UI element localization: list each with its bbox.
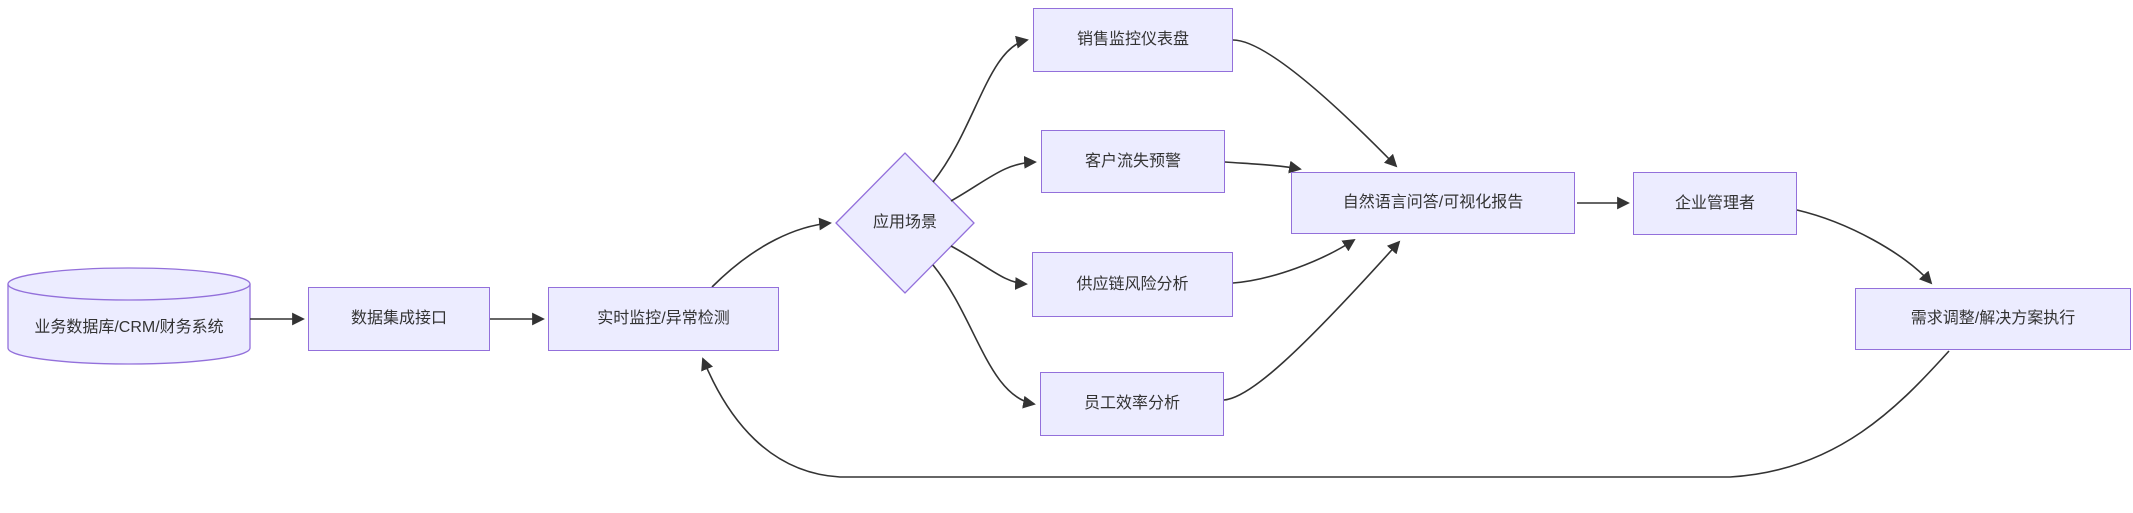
edge-scenario-to-sales — [932, 35, 1029, 183]
node-staff: 员工效率分析 — [1040, 372, 1224, 436]
node-churn-label: 客户流失预警 — [1084, 152, 1181, 170]
edge-scenario-to-staff — [932, 264, 1036, 409]
node-db-label: 业务数据库/CRM/财务系统 — [34, 319, 224, 337]
node-scenario-label: 应用场景 — [872, 214, 937, 232]
edge-scenario-to-churn — [950, 155, 1037, 202]
node-monitor: 实时监控/异常检测 — [548, 287, 779, 351]
edge-monitor-to-scenario — [711, 217, 832, 288]
node-integration: 数据集成接口 — [308, 287, 490, 351]
edge-manager-to-action — [1796, 209, 1933, 285]
node-integration-label: 数据集成接口 — [350, 310, 447, 328]
node-db: 业务数据库/CRM/财务系统 — [9, 306, 249, 350]
node-scenario: 应用场景 — [836, 203, 974, 243]
node-nlq: 自然语言问答/可视化报告 — [1291, 172, 1575, 234]
node-sales-label: 销售监控仪表盘 — [1076, 31, 1189, 49]
node-sales: 销售监控仪表盘 — [1033, 8, 1233, 72]
node-manager-label: 企业管理者 — [1674, 194, 1755, 212]
node-nlq-label: 自然语言问答/可视化报告 — [1342, 194, 1524, 212]
db-cylinder-shape — [7, 284, 251, 365]
node-action: 需求调整/解决方案执行 — [1855, 288, 2131, 350]
scenario-diamond-shape — [835, 152, 975, 294]
edge-action-to-monitor-loop — [701, 350, 1950, 478]
node-churn: 客户流失预警 — [1041, 130, 1225, 193]
node-action-label: 需求调整/解决方案执行 — [1910, 310, 2076, 328]
node-monitor-label: 实时监控/异常检测 — [597, 310, 730, 328]
node-supply-label: 供应链风险分析 — [1076, 275, 1189, 293]
edge-supply-to-nlq — [1232, 238, 1356, 284]
edge-sales-to-nlq — [1232, 39, 1398, 168]
edge-staff-to-nlq — [1223, 240, 1401, 401]
edge-scenario-to-supply — [950, 245, 1028, 290]
edge-churn-to-nlq — [1224, 160, 1302, 174]
db-cylinder-top — [7, 267, 251, 301]
node-supply: 供应链风险分析 — [1032, 252, 1233, 317]
node-staff-label: 员工效率分析 — [1083, 395, 1180, 413]
node-manager: 企业管理者 — [1633, 172, 1797, 235]
